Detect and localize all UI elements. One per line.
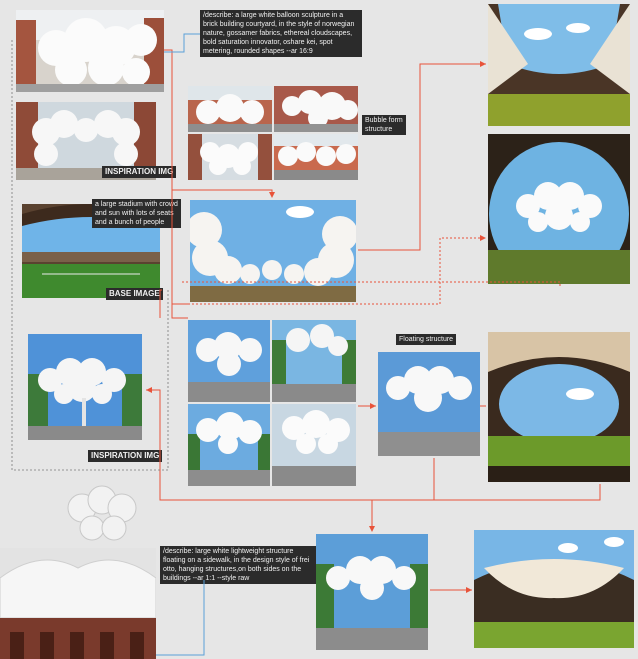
inspiration-tensile-tent-image[interactable] (0, 548, 156, 659)
floating-structure-label: Floating structure (396, 334, 457, 345)
floating-grid-image-1[interactable] (188, 320, 270, 402)
floating-grid-image-4[interactable] (272, 404, 356, 486)
result-stadium-canopy-image[interactable] (488, 134, 630, 284)
bubble-arch-result-image[interactable] (190, 200, 356, 302)
bubble-grid-image-2[interactable] (274, 86, 358, 132)
inspiration-label-bottom: INSPIRATION IMG (88, 450, 163, 462)
inspiration-floating-canopy-image[interactable] (28, 334, 142, 440)
stadium-description: a large stadium with crowd and sun with … (92, 199, 181, 228)
result-stadium-open-sky-image[interactable] (488, 4, 630, 126)
bubble-form-label: Bubble form structure (362, 115, 406, 135)
prompt-balloon-describe: /describe: a large white balloon sculptu… (200, 10, 362, 57)
base-image-label: BASE IMAGE (106, 288, 163, 300)
inspiration-glass-cluster-image[interactable] (62, 480, 142, 554)
floating-structure-result-image[interactable] (378, 352, 480, 456)
bubble-grid-image-3[interactable] (188, 134, 272, 180)
inspiration-label-top: INSPIRATION IMG (102, 166, 177, 178)
floating-grid-image-3[interactable] (188, 404, 270, 486)
inspiration-balloon-courtyard-image[interactable] (16, 10, 164, 92)
bubble-grid-image-1[interactable] (188, 86, 272, 132)
result-stadium-oval-image[interactable] (488, 332, 630, 482)
floating-canopy-result-image[interactable] (316, 534, 428, 650)
bubble-grid-image-4[interactable] (274, 134, 358, 180)
prompt-lightweight-describe: /describe: large white lightweight struc… (160, 546, 316, 584)
floating-grid-image-2[interactable] (272, 320, 356, 402)
result-stadium-canopy-final-image[interactable] (474, 530, 634, 648)
